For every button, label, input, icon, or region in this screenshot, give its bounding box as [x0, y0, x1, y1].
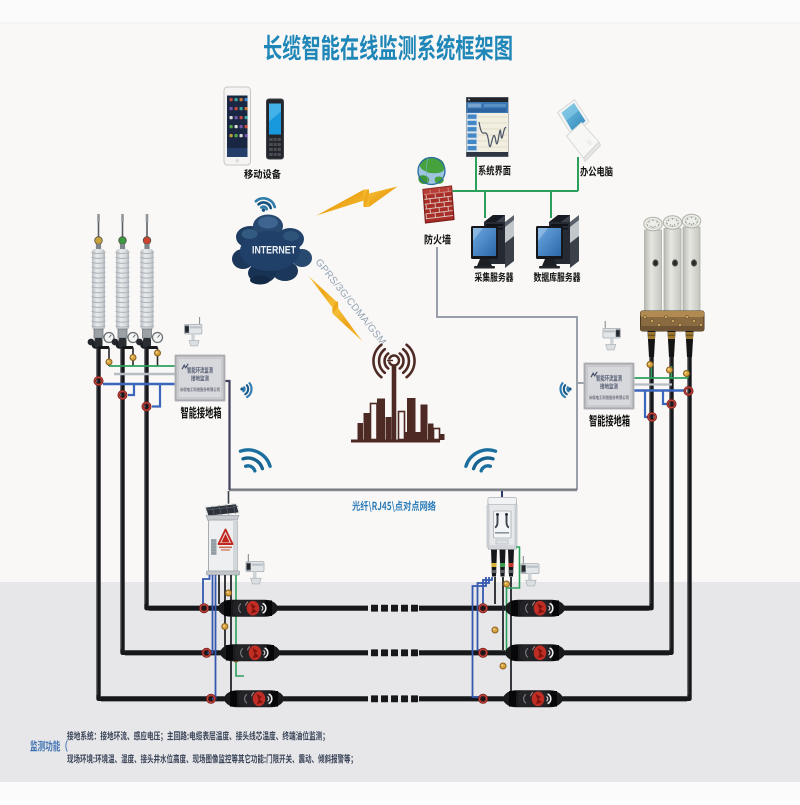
- svg-text:INTERNET: INTERNET: [252, 245, 296, 257]
